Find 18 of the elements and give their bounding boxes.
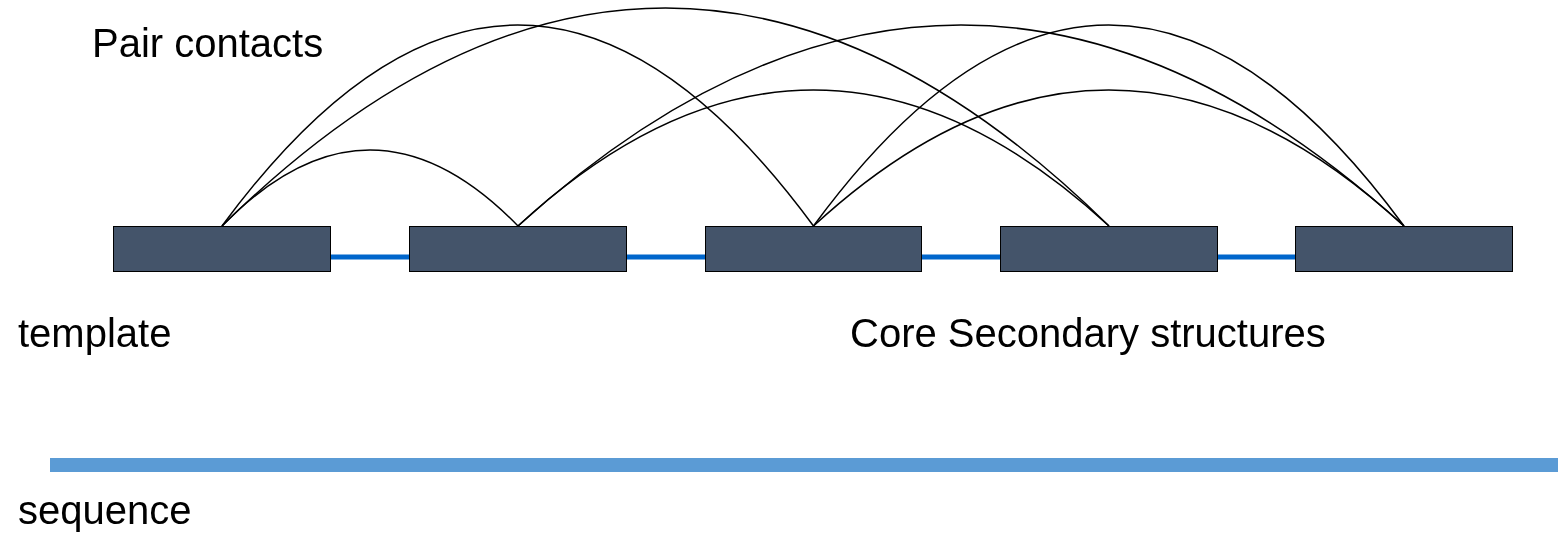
connector-line xyxy=(1218,254,1295,260)
structure-box xyxy=(409,226,627,272)
sequence-bar xyxy=(50,458,1558,472)
contact-arc xyxy=(812,24,1405,227)
structure-box xyxy=(1295,226,1513,272)
connector-line xyxy=(922,254,1000,260)
contact-arc xyxy=(221,7,1110,227)
structure-box xyxy=(705,226,922,272)
contact-arc xyxy=(221,24,815,227)
annotation-label: sequence xyxy=(18,487,192,533)
connector-line xyxy=(331,254,409,260)
structure-box xyxy=(113,226,331,272)
annotation-label: Pair contacts xyxy=(92,20,324,66)
connector-line xyxy=(627,254,705,260)
structure-box xyxy=(1000,226,1218,272)
annotation-label: Core Secondary structures xyxy=(850,310,1326,356)
annotation-label: template xyxy=(18,310,172,356)
contact-arc xyxy=(812,89,1405,227)
